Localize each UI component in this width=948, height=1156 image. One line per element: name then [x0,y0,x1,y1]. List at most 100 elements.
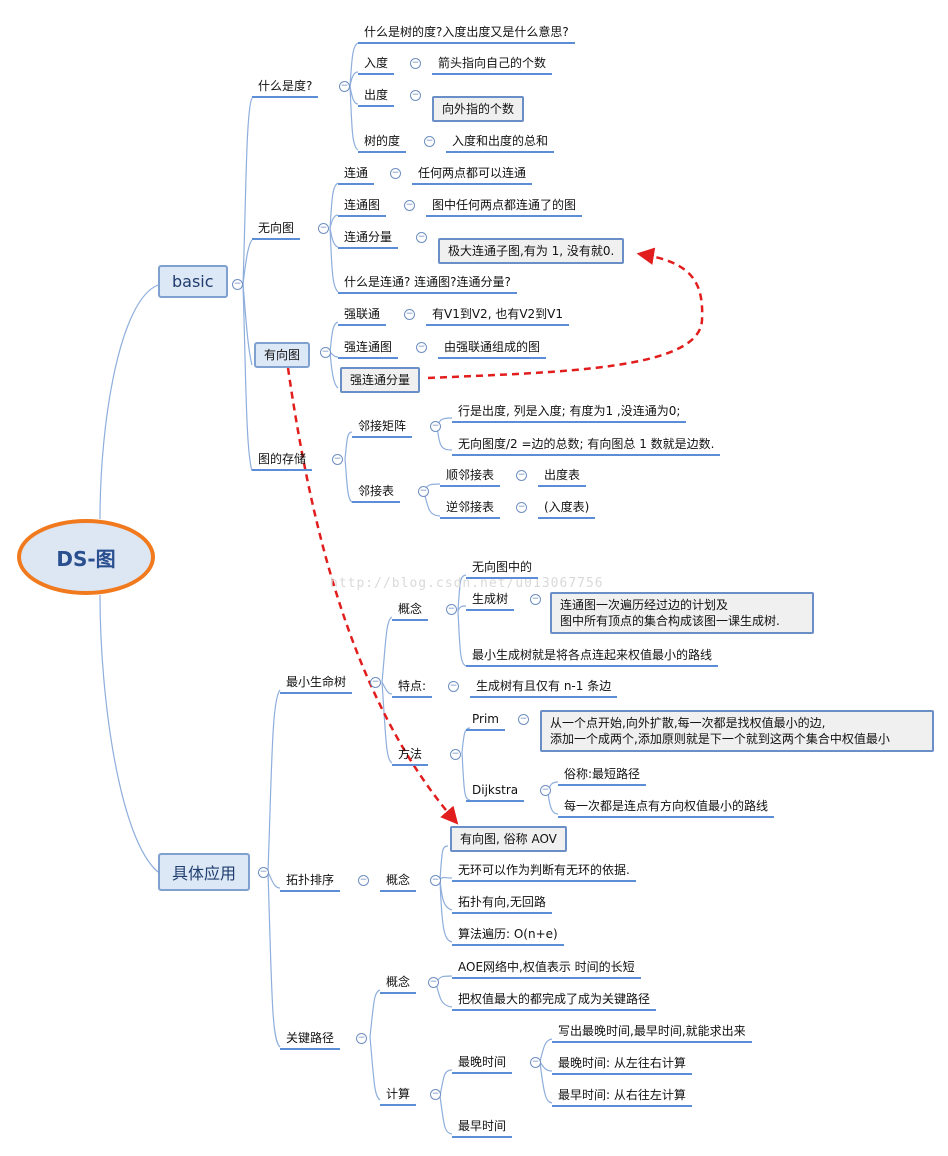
collapse-icon[interactable]: − [404,309,415,320]
collapse-icon[interactable]: − [430,1089,441,1100]
storage-node[interactable]: 图的存储 [252,451,313,471]
collapse-icon[interactable]: − [370,677,381,688]
topo-concept-c[interactable]: 拓扑有向,无回路 [452,894,552,914]
topo-concept-d[interactable]: 算法遍历: O(n+e) [452,926,564,946]
collapse-icon[interactable]: − [358,875,369,886]
collapse-icon[interactable]: − [518,714,529,725]
latest-a[interactable]: 写出最晚时间,最早时间,就能求出来 [552,1023,752,1043]
in-degree-node[interactable]: 入度 [358,55,395,75]
collapse-icon[interactable]: − [410,58,421,69]
collapse-icon[interactable]: − [410,90,421,101]
out-degree-desc[interactable]: 向外指的个数 [432,96,525,122]
critical-concept-a[interactable]: AOE网络中,权值表示 时间的长短 [452,959,641,979]
critical-node[interactable]: 关键路径 [280,1030,341,1050]
matrix-line2[interactable]: 无向图度/2 =边的总数; 有向图总 1 数就是边数. [452,436,721,456]
collapse-icon[interactable]: − [448,681,459,692]
mst-node[interactable]: 最小生命树 [280,674,353,694]
collapse-icon[interactable]: − [339,81,350,92]
mst-feature-node[interactable]: 特点: [392,678,433,698]
collapse-icon[interactable]: − [418,486,429,497]
collapse-icon[interactable]: − [404,200,415,211]
prim-desc[interactable]: 从一个点开始,向外扩散,每一次都是找权值最小的边, 添加一个成两个,添加原则就是… [540,710,934,752]
strong-graph-node[interactable]: 强连通图 [338,339,399,359]
degree-question[interactable]: 什么是树的度?入度出度又是什么意思? [358,24,575,44]
connected-graph-desc[interactable]: 图中任何两点都连通了的图 [426,197,583,217]
collapse-icon[interactable]: − [516,470,527,481]
spanning-tree-line1: 连通图一次遍历经过边的计划及 [560,598,729,612]
root-node[interactable]: DS-图 [17,519,155,595]
topo-node[interactable]: 拓扑排序 [280,872,341,892]
earliest-time-node[interactable]: 最早时间 [452,1118,513,1138]
collapse-icon[interactable]: − [390,168,401,179]
component-desc[interactable]: 极大连通子图,有为 1, 没有就0. [438,238,625,264]
spanning-tree-node[interactable]: 生成树 [466,591,515,611]
prim-node[interactable]: Prim [466,711,505,731]
collapse-icon[interactable]: − [450,749,461,760]
spanning-tree-line2: 图中所有顶点的集合构成该图一课生成树. [560,614,780,628]
collapse-icon[interactable]: − [540,785,551,796]
list-node[interactable]: 邻接表 [352,483,401,503]
mst-concept-node[interactable]: 概念 [392,601,429,621]
matrix-node[interactable]: 邻接矩阵 [352,418,413,438]
mst-concept-c[interactable]: 最小生成树就是将各点连起来权值最小的路线 [466,647,719,667]
connected-question[interactable]: 什么是连通? 连通图?连通分量? [338,274,517,294]
dijkstra-a[interactable]: 俗称:最短路径 [558,766,647,786]
mst-concept-a[interactable]: 无向图中的 [466,559,539,579]
mst-method-node[interactable]: 方法 [392,746,429,766]
strong-desc[interactable]: 有V1到V2, 也有V2到V1 [426,306,570,326]
strong-node[interactable]: 强联通 [338,306,387,326]
mst-feature-desc[interactable]: 生成树有且仅有 n-1 条边 [470,678,618,698]
dijkstra-b[interactable]: 每一次都是连点有方向权值最小的路线 [558,798,775,818]
dijkstra-node[interactable]: Dijkstra [466,782,525,802]
topo-concept-a[interactable]: 有向图, 俗称 AOV [450,826,567,852]
strong-component-node[interactable]: 强连通分量 [340,367,421,393]
basic-node[interactable]: basic [158,265,228,298]
collapse-icon[interactable]: − [416,232,427,243]
out-degree-node[interactable]: 出度 [358,87,395,107]
prim-line2: 添加一个成两个,添加原则就是下一个就到这两个集合中权值最小 [550,732,890,746]
collapse-icon[interactable]: − [332,454,343,465]
undirected-node[interactable]: 无向图 [252,220,301,240]
collapse-icon[interactable]: − [232,279,243,290]
collapse-icon[interactable]: − [516,502,527,513]
tree-degree-desc[interactable]: 入度和出度的总和 [446,133,555,153]
topo-concept-node[interactable]: 概念 [380,872,417,892]
latest-time-node[interactable]: 最晚时间 [452,1054,513,1074]
latest-c[interactable]: 最早时间: 从右往左计算 [552,1087,692,1107]
critical-concept-node[interactable]: 概念 [380,974,417,994]
collapse-icon[interactable]: − [416,342,427,353]
critical-concept-b[interactable]: 把权值最大的都完成了成为关键路径 [452,991,657,1011]
connected-node[interactable]: 连通 [338,165,375,185]
watermark: http://blog.csdn.net/u013067756 [330,576,604,591]
collapse-icon[interactable]: − [428,977,439,988]
in-degree-desc[interactable]: 箭头指向自己的个数 [432,55,553,75]
strong-graph-desc[interactable]: 由强联通组成的图 [438,339,547,359]
collapse-icon[interactable]: − [320,347,331,358]
component-node[interactable]: 连通分量 [338,229,399,249]
collapse-icon[interactable]: − [258,867,269,878]
collapse-icon[interactable]: − [430,421,441,432]
forward-list-desc[interactable]: 出度表 [538,467,587,487]
topo-concept-b[interactable]: 无环可以作为判断有无环的依据. [452,862,636,882]
prim-line1: 从一个点开始,向外扩散,每一次都是找权值最小的边, [550,716,826,730]
forward-list-node[interactable]: 顺邻接表 [440,467,501,487]
latest-b[interactable]: 最晚时间: 从左往右计算 [552,1055,692,1075]
connected-graph-node[interactable]: 连通图 [338,197,387,217]
matrix-line1[interactable]: 行是出度, 列是入度; 有度为1 ,没连通为0; [452,403,687,423]
collapse-icon[interactable]: − [318,223,329,234]
collapse-icon[interactable]: − [430,875,441,886]
calc-node[interactable]: 计算 [380,1086,417,1106]
reverse-list-node[interactable]: 逆邻接表 [440,499,501,519]
collapse-icon[interactable]: − [530,594,541,605]
directed-node[interactable]: 有向图 [254,342,311,368]
collapse-icon[interactable]: − [530,1057,541,1068]
apps-node[interactable]: 具体应用 [158,853,251,891]
connected-desc[interactable]: 任何两点都可以连通 [412,165,533,185]
collapse-icon[interactable]: − [356,1033,367,1044]
reverse-list-desc[interactable]: (入度表) [538,499,596,519]
tree-degree-node[interactable]: 树的度 [358,133,407,153]
collapse-icon[interactable]: − [446,604,457,615]
degree-node[interactable]: 什么是度? [252,78,319,98]
collapse-icon[interactable]: − [424,136,435,147]
spanning-tree-desc[interactable]: 连通图一次遍历经过边的计划及 图中所有顶点的集合构成该图一课生成树. [550,592,814,634]
